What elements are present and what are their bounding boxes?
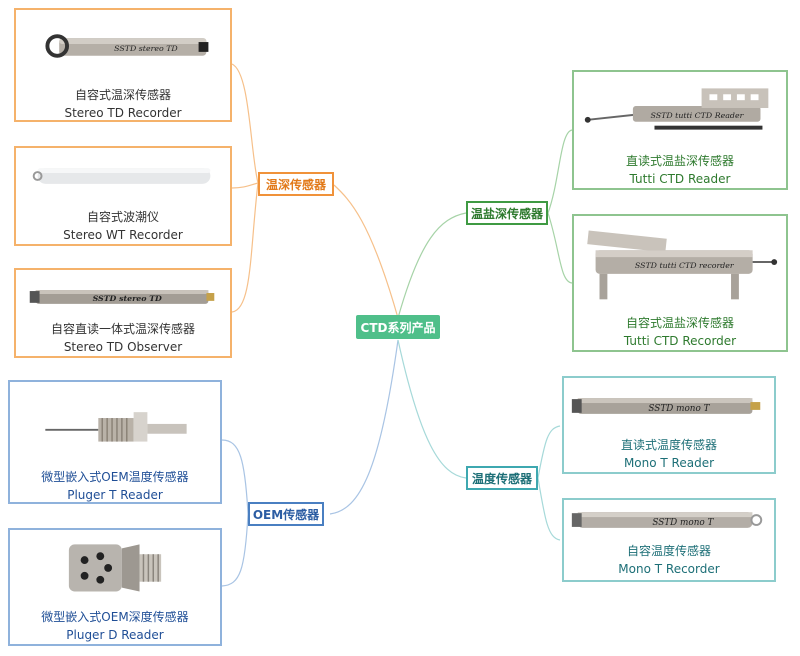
product-card-stereo-wt-recorder: 自容式波潮仪 Stereo WT Recorder xyxy=(14,146,232,246)
product-card-pluger-t-reader: 微型嵌入式OEM温度传感器 Pluger T Reader xyxy=(8,380,222,504)
device-label-text: SSTD tutti CTD recorder xyxy=(635,261,735,270)
device-image: SSTD stereo TD xyxy=(45,34,209,58)
device-image xyxy=(45,412,187,442)
caption-en: Pluger D Reader xyxy=(66,628,164,642)
product-card-mono-t-recorder: SSTD mono T 自容温度传感器 Mono T Recorder xyxy=(562,498,776,582)
device-image xyxy=(68,544,162,592)
caption-en: Mono T Recorder xyxy=(618,562,720,576)
product-card-tutti-ctd-recorder: SSTD tutti CTD recorder 自容式温盐深传感器 Tutti … xyxy=(572,214,788,352)
device-image: SSTD stereo TD xyxy=(29,290,215,304)
device-label-text: SSTD tutti CTD Reader xyxy=(651,111,745,120)
caption-cn: 微型嵌入式OEM深度传感器 xyxy=(41,610,189,624)
group-node-wen-yan-shen: 温盐深传感器 xyxy=(466,201,548,225)
device-image: SSTD tutti CTD Reader xyxy=(584,88,769,130)
caption-cn: 自容式波潮仪 xyxy=(86,210,159,224)
caption-cn: 自容式温深传感器 xyxy=(74,88,171,102)
device-label-text: SSTD mono T xyxy=(648,404,710,414)
center-node: CTD系列产品 xyxy=(356,315,440,339)
caption-en: Stereo TD Recorder xyxy=(64,106,182,120)
caption-cn: 自容式温盐深传感器 xyxy=(625,316,734,330)
caption-en: Tutti CTD Reader xyxy=(629,172,731,186)
caption-en: Stereo WT Recorder xyxy=(63,228,183,242)
device-image: SSTD tutti CTD recorder xyxy=(587,230,778,300)
group-node-wendu-shen: 温深传感器 xyxy=(258,172,334,196)
product-card-stereo-td-recorder: SSTD stereo TD 自容式温深传感器 Stereo TD Record… xyxy=(14,8,232,122)
device-label-text: SSTD mono T xyxy=(652,518,714,528)
product-card-stereo-td-observer: SSTD stereo TD 自容直读一体式温深传感器 Stereo TD Ob… xyxy=(14,268,232,358)
caption-en: Pluger T Reader xyxy=(67,488,163,502)
caption-cn: 微型嵌入式OEM温度传感器 xyxy=(41,470,189,484)
device-label-text: SSTD stereo TD xyxy=(93,294,162,303)
device-label-text: SSTD stereo TD xyxy=(114,44,178,53)
product-card-mono-t-reader: SSTD mono T 直读式温度传感器 Mono T Reader xyxy=(562,376,776,474)
caption-cn: 自容直读一体式温深传感器 xyxy=(50,322,195,336)
device-image: SSTD mono T xyxy=(571,398,761,414)
caption-en: Mono T Reader xyxy=(623,456,715,470)
product-card-pluger-d-reader: 微型嵌入式OEM深度传感器 Pluger D Reader xyxy=(8,528,222,646)
device-image xyxy=(32,168,211,184)
caption-cn: 自容温度传感器 xyxy=(626,544,711,558)
product-card-tutti-ctd-reader: SSTD tutti CTD Reader 直读式温盐深传感器 Tutti CT… xyxy=(572,70,788,190)
caption-en: Tutti CTD Recorder xyxy=(623,334,737,348)
caption-en: Stereo TD Observer xyxy=(63,340,183,354)
group-node-oem: OEM传感器 xyxy=(248,502,324,526)
caption-cn: 直读式温盐深传感器 xyxy=(625,154,734,168)
device-image: SSTD mono T xyxy=(571,512,763,528)
caption-cn: 直读式温度传感器 xyxy=(620,438,717,452)
group-node-wendu: 温度传感器 xyxy=(466,466,538,490)
